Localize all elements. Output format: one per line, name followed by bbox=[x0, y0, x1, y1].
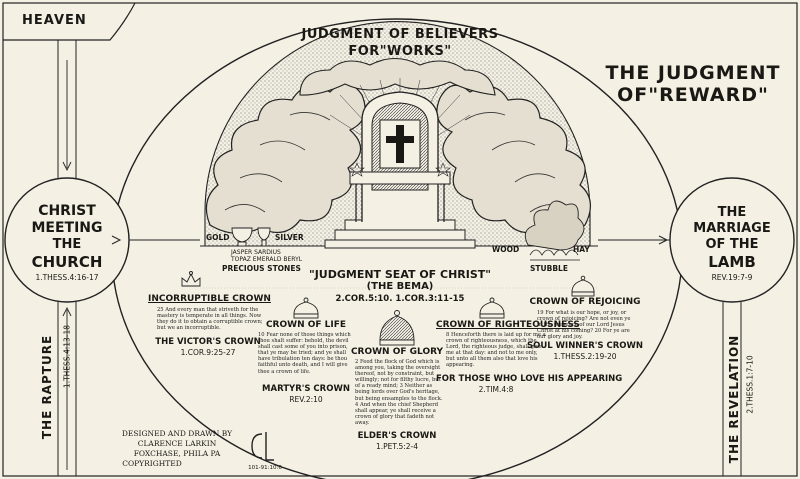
christ-line1: CHRIST bbox=[38, 203, 96, 219]
glory-ref: 1.PET.5:2-4 bbox=[375, 442, 419, 451]
gold-label: GOLD bbox=[206, 233, 230, 242]
crown-icons bbox=[181, 271, 595, 346]
crown-righteousness-icon bbox=[479, 297, 505, 319]
crown-incorruptible-icon bbox=[181, 271, 201, 287]
heaven-corner bbox=[3, 2, 136, 41]
stones-label-2: TOPAZ EMERALD BERYL bbox=[231, 256, 303, 263]
life-title: CROWN OF LIFE bbox=[265, 320, 347, 330]
incorruptible-title: INCORRUPTIBLE CROWN bbox=[148, 294, 271, 304]
marriage-ref: REV.19:7-9 bbox=[711, 273, 753, 282]
throne bbox=[324, 91, 476, 249]
righteousness-text: 8 Henceforth there is laid up for me a c… bbox=[446, 332, 546, 369]
silver-label: SILVER bbox=[275, 233, 304, 242]
heaven-label: HEAVEN bbox=[22, 13, 87, 28]
life-sub: MARTYR'S CROWN bbox=[262, 384, 350, 394]
christ-ref: 1.THESS.4:16-17 bbox=[35, 273, 99, 282]
rapture-ref: 1.THESS.4:13-18 bbox=[62, 324, 72, 389]
rejoicing-text: 19 For what is our hope, or joy, or crow… bbox=[537, 310, 631, 341]
incorruptible-ref: 1.COR.9:25-27 bbox=[180, 348, 236, 357]
crown-rejoicing-icon bbox=[571, 275, 595, 297]
life-ref: REV.2:10 bbox=[289, 395, 323, 404]
arch-title-line1: JUDGMENT OF BELIEVERS bbox=[301, 27, 499, 42]
rejoicing-ref: 1.THESS.2:19-20 bbox=[553, 352, 617, 361]
righteousness-ref: 2.TIM.4:8 bbox=[478, 385, 514, 394]
righteousness-title: CROWN OF RIGHTEOUSNESS bbox=[436, 320, 580, 330]
seat-title: "JUDGMENT SEAT OF CHRIST" bbox=[308, 268, 492, 281]
rapture-label: THE RAPTURE bbox=[40, 334, 54, 440]
credit-line1: DESIGNED AND DRAWN BY bbox=[121, 429, 233, 438]
righteousness-sub: FOR THOSE WHO LOVE HIS APPEARING bbox=[436, 374, 623, 384]
glory-title: CROWN OF GLORY bbox=[350, 347, 444, 357]
wood-label: WOOD bbox=[492, 245, 520, 254]
credit-line3: FOXCHASE, PHILA PA bbox=[133, 449, 221, 458]
christ-line2: MEETING bbox=[31, 220, 103, 236]
hay-label: HAY bbox=[573, 245, 590, 254]
clouds-left bbox=[205, 83, 366, 234]
life-text: 10 Fear none of those things which thou … bbox=[258, 332, 351, 375]
glory-sub: ELDER'S CROWN bbox=[357, 431, 437, 441]
christ-line4: CHURCH bbox=[31, 253, 103, 271]
stubble-label: STUBBLE bbox=[530, 264, 568, 273]
revelation-ref: 2.THESS.1:7-10 bbox=[745, 355, 755, 414]
crown-life-icon bbox=[293, 297, 319, 319]
monogram-icon bbox=[251, 432, 274, 461]
rejoicing-sub: SOUL WINNER'S CROWN bbox=[527, 341, 643, 351]
credit-line2: CLARENCE LARKIN bbox=[137, 439, 217, 448]
stones-label-1: JASPER SARDIUS bbox=[231, 249, 281, 256]
main-title-line2: OF"REWARD" bbox=[617, 84, 769, 106]
marriage-line4: LAMB bbox=[708, 253, 756, 271]
crown-glory-icon bbox=[379, 310, 415, 346]
main-title-line1: THE JUDGMENT bbox=[605, 62, 781, 84]
incorruptible-text: 25 And every man that striveth for the m… bbox=[157, 307, 263, 332]
seat-subtitle: (THE BEMA) bbox=[366, 281, 434, 292]
revelation-label: THE REVELATION bbox=[727, 334, 741, 464]
rejoicing-title: CROWN OF REJOICING bbox=[529, 297, 641, 307]
christ-line3: THE bbox=[52, 237, 82, 252]
seat-ref: 2.COR.5:10. 1.COR.3:11-15 bbox=[335, 294, 465, 304]
incorruptible-sub: THE VICTOR'S CROWN bbox=[155, 337, 261, 347]
monogram-code: 101-91:10:6 bbox=[248, 465, 282, 471]
marriage-line1: THE bbox=[717, 205, 747, 220]
marriage-line2: MARRIAGE bbox=[693, 221, 771, 236]
arch-title-line2: FOR"WORKS" bbox=[348, 44, 452, 59]
precious-stones-label: PRECIOUS STONES bbox=[222, 264, 301, 273]
glory-text: 2 Feed the flock of God which is among y… bbox=[355, 359, 443, 426]
credit-line4: COPYRIGHTED bbox=[122, 459, 182, 468]
marriage-line3: OF THE bbox=[705, 237, 759, 252]
